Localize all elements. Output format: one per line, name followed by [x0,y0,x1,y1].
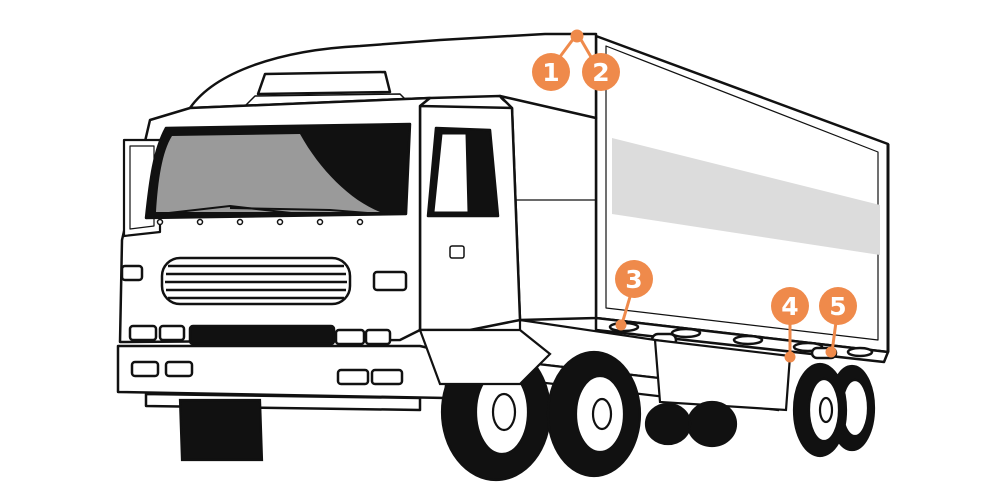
callout-marker-1: 1 [532,53,570,91]
marker-label-4: 4 [781,292,798,321]
callout-marker-3: 3 [615,260,653,298]
marker-label-3: 3 [625,265,642,294]
marker-label-2: 2 [592,58,609,87]
callout-marker-4: 4 [771,287,809,325]
callout-marker-5: 5 [819,287,857,325]
marker-label-5: 5 [829,292,846,321]
marker-label-1: 1 [542,58,559,87]
callout-marker-2: 2 [582,53,620,91]
